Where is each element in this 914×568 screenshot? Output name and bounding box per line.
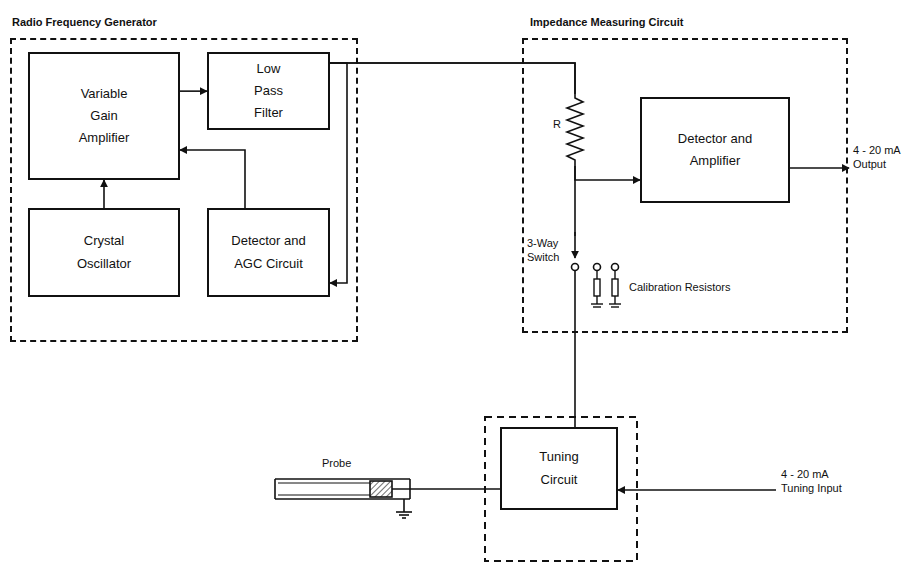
probe-tube — [274, 479, 276, 499]
wire — [596, 296, 597, 304]
block-box: Tuning Circuit — [500, 427, 618, 510]
probe-inner — [278, 483, 370, 484]
probe-illustration — [275, 479, 500, 518]
wire — [596, 271, 597, 279]
signal-line — [103, 180, 105, 208]
ground-symbol — [611, 306, 619, 307]
probe-insulator — [370, 481, 392, 497]
block-label: Tuning Circuit — [531, 446, 587, 490]
wire — [614, 296, 615, 304]
probe-tube — [275, 478, 410, 480]
resistor-zigzag — [567, 94, 583, 166]
group-heading: Impedance Measuring Circuit — [530, 16, 683, 28]
signal-line — [180, 150, 245, 208]
resistor-symbol — [567, 94, 583, 166]
signal-line — [330, 63, 347, 283]
block-label: Low Pass Filter — [244, 58, 294, 124]
block-label: Crystal Oscillator — [68, 230, 140, 274]
circuit-group: Variable Gain Amplifier Low Pass FilterCr… — [10, 38, 358, 342]
switch-symbol — [568, 232, 619, 271]
block-label: Detector and Amplifier — [677, 128, 753, 172]
annotation-label: Probe — [322, 457, 351, 471]
probe-inner — [278, 495, 370, 496]
tuning-enclosure — [485, 417, 637, 561]
block-label: Variable Gain Amplifier — [69, 83, 139, 149]
ground-symbol — [396, 511, 412, 513]
annotation-label: 4 - 20 mA Output — [853, 144, 909, 172]
input-arrow — [618, 489, 776, 491]
annotation-label: R — [553, 118, 561, 132]
signal-line — [180, 90, 207, 92]
ground-symbol — [402, 517, 406, 519]
annotation-label: 4 - 20 mA Tuning Input — [781, 468, 861, 496]
ground-symbol — [399, 514, 409, 516]
switch-arm — [574, 232, 576, 258]
probe-tube — [275, 498, 410, 500]
ground-symbol — [591, 303, 603, 304]
signal-line — [330, 63, 575, 427]
ground-symbol — [593, 306, 601, 307]
annotation-label: Calibration Resistors — [629, 281, 730, 295]
resistor-symbol — [594, 279, 600, 296]
block-label: Detector and AGC Circuit — [231, 230, 307, 274]
wire — [614, 271, 615, 279]
annotation-label: 3-Way Switch — [527, 237, 569, 265]
output-arrow — [790, 167, 849, 169]
calibration-resistors — [591, 271, 621, 307]
block-box: Crystal Oscillator — [28, 208, 180, 297]
block-box: Low Pass Filter — [207, 52, 330, 130]
signal-line — [330, 63, 640, 180]
group-heading: Radio Frequency Generator — [12, 16, 157, 28]
switch-contact — [594, 264, 601, 271]
switch-contact — [612, 264, 619, 271]
ground-wire — [403, 499, 405, 512]
line-gap — [568, 94, 582, 166]
resistor-symbol — [612, 279, 618, 296]
block-box: Variable Gain Amplifier — [28, 52, 180, 180]
switch-contact — [572, 264, 579, 271]
probe-wire — [392, 488, 500, 490]
block-box: Detector and AGC Circuit — [207, 208, 330, 297]
block-box: Detector and Amplifier — [640, 97, 790, 203]
ground-symbol — [609, 303, 621, 304]
